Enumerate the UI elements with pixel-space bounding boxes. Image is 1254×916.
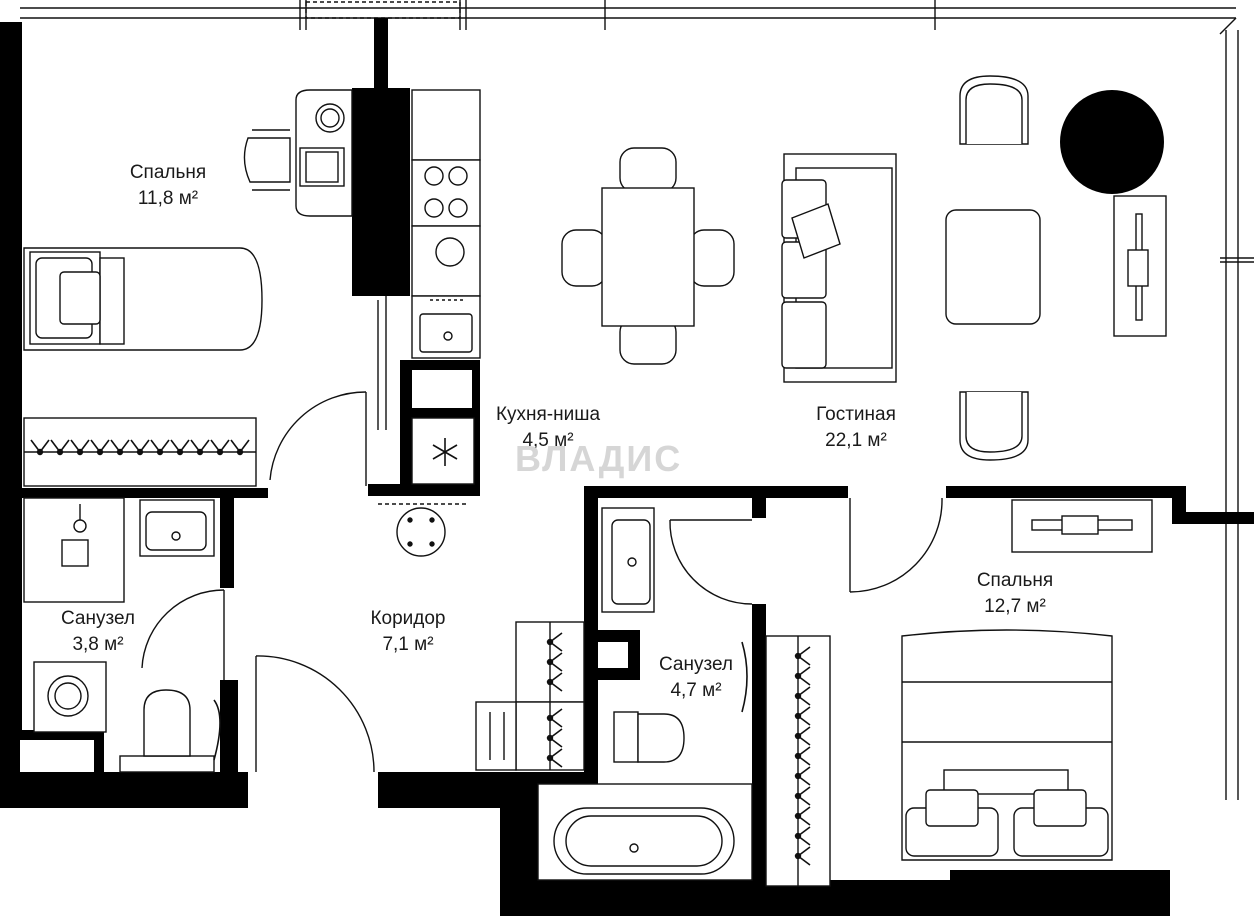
armchairs: [945, 75, 1041, 461]
room-label-kitchen: Кухня-ниша 4,5 м²: [478, 402, 618, 454]
bed-double: [901, 629, 1113, 861]
doors: [141, 296, 943, 773]
shower: [23, 497, 125, 603]
sink-1: [139, 499, 215, 557]
room-name: Гостиная: [816, 404, 896, 425]
wardrobe-1: [23, 417, 257, 487]
towel-rail-2: [741, 641, 748, 713]
room-area: 11,8 м²: [137, 188, 199, 209]
wardrobe-2: [765, 635, 831, 887]
washing-machine: [33, 661, 107, 733]
room-name: Коридор: [370, 608, 446, 629]
room-label-bathroom-2: Санузел 4,7 м²: [636, 652, 756, 704]
room-label-corridor: Коридор 7,1 м²: [348, 606, 468, 658]
windows-right: [1219, 17, 1254, 800]
room-label-bedroom-2: Спальня 12,7 м²: [955, 568, 1075, 620]
round-stool: [378, 503, 466, 557]
room-name: Кухня-ниша: [495, 404, 601, 425]
room-label-bathroom-1: Санузел 3,8 м²: [38, 606, 158, 658]
toilet-1: [119, 689, 215, 773]
room-area: 12,7 м²: [984, 596, 1046, 617]
sink-2: [601, 507, 655, 613]
watermark: ВЛАДИС: [515, 438, 683, 479]
dining-table: [561, 147, 735, 365]
tv-console: [1011, 499, 1153, 553]
plant-round: [1060, 90, 1164, 194]
kitchen-units: [411, 89, 481, 485]
tv-stand: [1113, 195, 1167, 337]
walls: [0, 18, 1254, 916]
room-name: Спальня: [976, 570, 1054, 591]
room-name: Санузел: [658, 654, 733, 675]
room-area: 4,5 м²: [522, 430, 574, 451]
toilet-2: [613, 711, 685, 763]
bathtub: [537, 783, 753, 881]
bed-single: [23, 247, 263, 351]
desk: [243, 89, 353, 217]
wardrobe-hall: [475, 621, 585, 771]
room-label-bedroom-1: Спальня 11,8 м²: [106, 160, 230, 212]
room-area: 7,1 м²: [382, 634, 434, 655]
sofa: [781, 153, 897, 383]
room-area: 3,8 м²: [72, 634, 124, 655]
room-name: Спальня: [129, 162, 207, 183]
room-area: 4,7 м²: [670, 680, 722, 701]
windows-top: [20, 0, 1236, 30]
room-area: 22,1 м²: [825, 430, 887, 451]
towel-rail-1: [213, 699, 221, 761]
snowflake-icon: [432, 438, 458, 466]
room-label-living: Гостиная 22,1 м²: [796, 402, 916, 454]
room-name: Санузел: [60, 608, 135, 629]
